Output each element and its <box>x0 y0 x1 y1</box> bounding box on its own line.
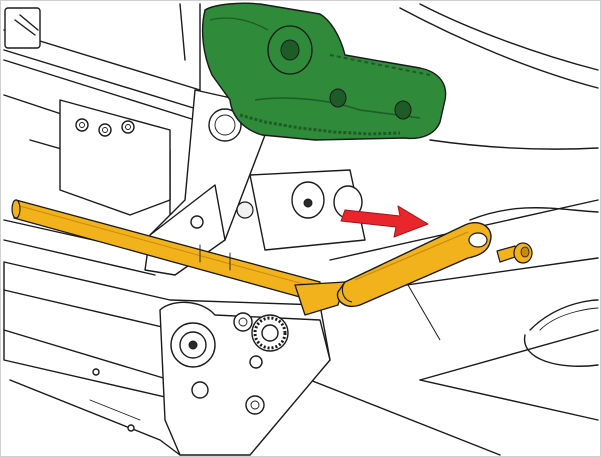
yellow-rod <box>11 199 346 316</box>
green-lever <box>201 2 447 141</box>
callout-leader <box>407 284 441 341</box>
yellow-screw <box>496 242 533 264</box>
print-mechanism <box>3 3 201 221</box>
yellow-handle <box>336 222 492 307</box>
side-bracket <box>144 89 266 276</box>
roller-block <box>236 169 366 251</box>
side-plate <box>159 301 331 456</box>
direction-arrow-icon <box>340 205 429 238</box>
